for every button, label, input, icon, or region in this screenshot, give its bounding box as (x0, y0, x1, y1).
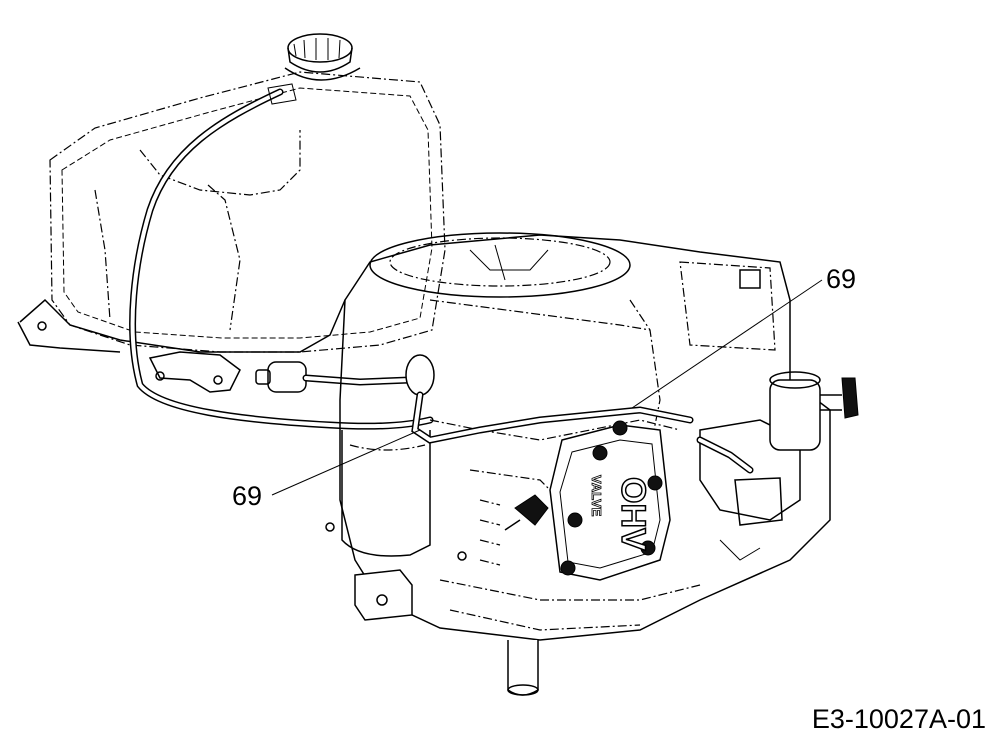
callout-label-top: 69 (826, 264, 857, 294)
valve-cover (549, 420, 671, 581)
valve-cover-label: OHV (614, 477, 652, 551)
fuel-pump (405, 354, 694, 444)
fuel-tank (17, 71, 446, 393)
drawing-number: E3-10027A-01 (811, 704, 986, 734)
carburetor (696, 371, 859, 561)
fuel-line (129, 83, 434, 430)
valve-cover-sublabel: VALVE (589, 475, 604, 517)
fuel-filter (255, 361, 414, 393)
callout-leader-left (271, 429, 421, 496)
callout-leader-top (631, 279, 823, 409)
oil-fill (504, 494, 549, 531)
callout-label-left: 69 (232, 481, 263, 511)
fuel-cap (284, 33, 361, 81)
